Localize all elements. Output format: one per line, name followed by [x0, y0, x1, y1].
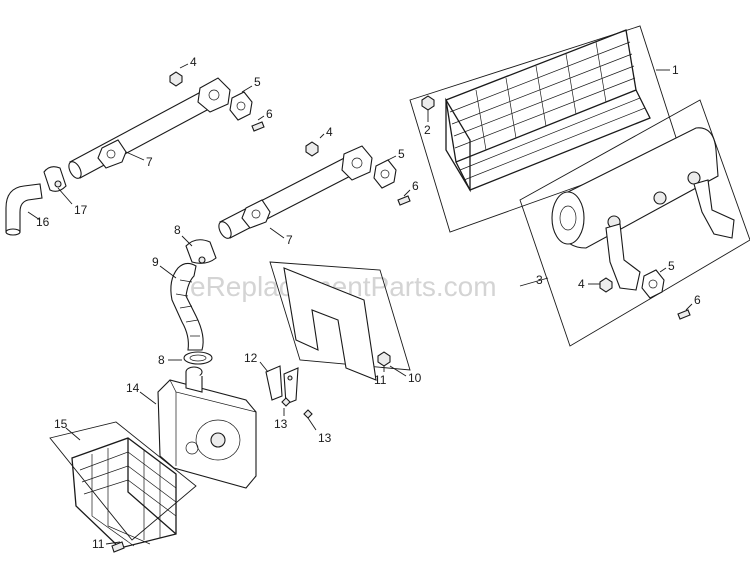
screw-13-b [303, 409, 313, 419]
callout-15: 15 [54, 417, 68, 431]
callout-14: 14 [126, 381, 140, 395]
callout-6-upper: 6 [266, 107, 273, 121]
callout-7-upper: 7 [146, 155, 153, 169]
callout-6-middle: 6 [412, 179, 419, 193]
clamp-17 [43, 166, 67, 192]
gasket-upper-left [229, 91, 253, 121]
callout-8-upper: 8 [174, 223, 181, 237]
bolt-upper-left [251, 121, 265, 132]
callout-17: 17 [74, 203, 88, 217]
clamp-8-lower [183, 351, 213, 365]
callout-8-lower: 8 [158, 353, 165, 367]
callout-4-right: 4 [578, 277, 585, 291]
gasket-middle [373, 159, 397, 189]
bolt-middle [397, 195, 411, 206]
bolt-right [677, 309, 691, 320]
callout-1: 1 [672, 63, 679, 77]
callout-13-a: 13 [274, 417, 288, 431]
callout-13-b: 13 [318, 431, 332, 445]
group-box-3 [519, 99, 750, 347]
callout-4-middle: 4 [326, 125, 333, 139]
callout-5-right: 5 [668, 259, 675, 273]
group-box-10 [269, 261, 411, 371]
callout-11-left: 11 [92, 537, 105, 551]
heat-shield-cage-lower [71, 437, 177, 549]
screw-11-left [111, 541, 125, 553]
screw-11-right [377, 351, 391, 367]
flex-pipe-9 [170, 262, 204, 351]
callout-2: 2 [424, 123, 431, 137]
group-box-15 [49, 421, 197, 541]
callout-10: 10 [408, 371, 422, 385]
bolt-2 [421, 95, 435, 111]
nut-middle [305, 141, 319, 157]
gasket-right [641, 269, 665, 299]
callout-11-right: 11 [374, 373, 387, 387]
callout-5-middle: 5 [398, 147, 405, 161]
clamp-8-upper [185, 239, 217, 264]
nut-upper-left [169, 71, 183, 87]
bracket-12 [265, 365, 299, 405]
callout-12: 12 [244, 351, 258, 365]
heat-shield-cage-upper [445, 29, 651, 193]
leader-lines [27, 63, 693, 545]
callout-4-upper: 4 [190, 55, 197, 69]
callout-7-lower: 7 [286, 233, 293, 247]
callout-3: 3 [536, 273, 543, 287]
heat-shield-plate-10 [283, 267, 377, 381]
elbow-pipe-16 [5, 183, 43, 236]
callout-labels: 1 2 3 4 4 4 5 5 5 6 6 6 7 7 8 8 9 10 11 … [36, 55, 701, 551]
muffler-main [551, 127, 735, 291]
callout-5-upper: 5 [254, 75, 261, 89]
screw-13-a [281, 397, 291, 407]
nut-right [599, 277, 613, 293]
callout-6-right: 6 [694, 293, 701, 307]
exhaust-pipe-upper [68, 77, 231, 179]
callout-16: 16 [36, 215, 50, 229]
muffler-lower-14 [157, 366, 257, 489]
callout-9: 9 [152, 255, 159, 269]
exhaust-pipe-lower [218, 145, 373, 239]
